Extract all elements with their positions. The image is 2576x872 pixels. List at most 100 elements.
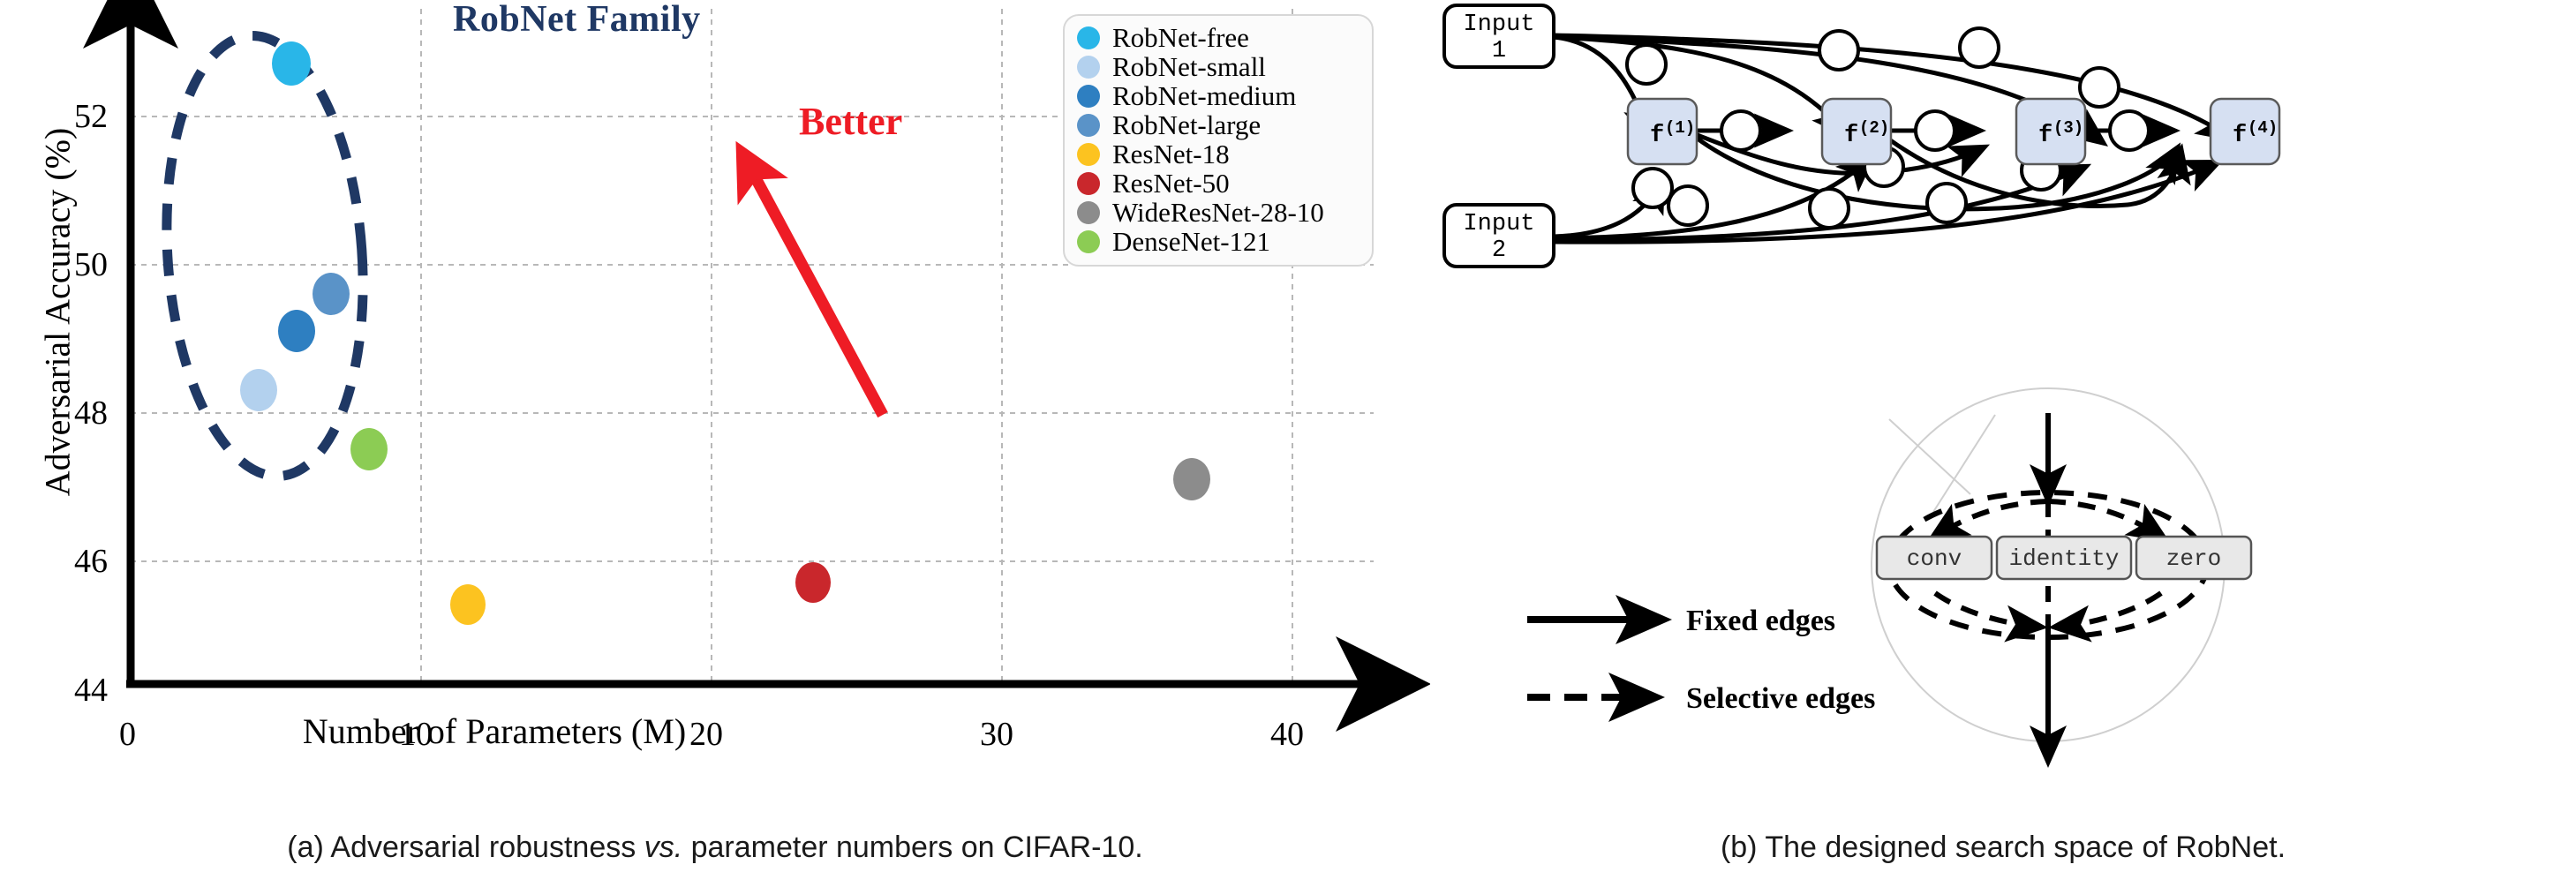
ytick-48: 48: [74, 395, 108, 432]
legend-swatch-icon: [1077, 171, 1100, 195]
op-zero-label: zero: [2166, 545, 2221, 572]
cell-f3-label: f: [2038, 123, 2053, 149]
legend-label: RobNet-medium: [1112, 80, 1297, 111]
edge-legend-fixed: Fixed edges: [1527, 595, 1835, 644]
op-identity-label: identity: [2009, 545, 2120, 572]
cell-block-f2: f (2): [1820, 97, 1893, 166]
y-axis-label: Adversarial Accuracy (%): [37, 127, 78, 497]
legend-label: RobNet-small: [1112, 51, 1266, 82]
legend-swatch-icon: [1077, 26, 1100, 49]
cell-f2-sup: (2): [1859, 118, 1889, 138]
op-node: [1720, 109, 1762, 152]
legend-label: DenseNet-121: [1112, 226, 1271, 257]
scatter-svg: [83, 0, 1430, 732]
op-box-identity[interactable]: identity: [1995, 535, 2133, 581]
legend-label: RobNet-free: [1112, 22, 1249, 53]
input-2-line2: 2: [1492, 237, 1506, 264]
legend-label: ResNet-50: [1112, 168, 1230, 199]
cell-f1-label: f: [1650, 123, 1664, 149]
better-arrow: [735, 140, 888, 418]
chart-legend: RobNet-free RobNet-small RobNet-medium R…: [1063, 14, 1374, 267]
legend-label: WideResNet-28-10: [1112, 197, 1324, 228]
grid-vertical: [420, 9, 1293, 684]
scatter-points: [240, 41, 1210, 625]
legend-item-wideresnet-28-10[interactable]: WideResNet-28-10: [1077, 198, 1363, 227]
legend-swatch-icon: [1077, 113, 1100, 137]
edge-legend-selective: Selective edges: [1527, 673, 1875, 722]
op-node: [1808, 187, 1850, 229]
ytick-46: 46: [74, 543, 108, 580]
op-node: [1625, 43, 1668, 86]
input-2-line1: Input: [1463, 211, 1534, 237]
op-node: [1958, 26, 2000, 69]
operation-inset: conv identity zero: [1875, 413, 2253, 768]
legend-swatch-icon: [1077, 229, 1100, 253]
legend-item-densenet-121[interactable]: DenseNet-121: [1077, 227, 1363, 256]
caption-a: (a) Adversarial robustness vs. parameter…: [0, 831, 1430, 865]
op-node: [2108, 109, 2150, 152]
edge-legend-fixed-label: Fixed edges: [1686, 605, 1835, 637]
x-axis-label: Number of Parameters (M): [302, 711, 687, 751]
searchspace-svg: Input 1 Input 2 f (1) f (2) f (3) f (4): [1442, 4, 2281, 768]
op-node: [1914, 109, 1956, 152]
ytick-52: 52: [74, 98, 108, 135]
legend-item-robnet-large[interactable]: RobNet-large: [1077, 110, 1363, 139]
point-wideresnet-28-10: [1173, 458, 1210, 500]
cell-f4-label: f: [2233, 123, 2247, 149]
xtick-10: 10: [399, 716, 433, 753]
legend-item-robnet-medium[interactable]: RobNet-medium: [1077, 81, 1363, 110]
inset-leader-line-1: [1888, 418, 1971, 495]
caption-a-italic: vs.: [644, 831, 683, 864]
op-node: [1818, 29, 1860, 71]
caption-a-suffix: parameter numbers on CIFAR-10.: [682, 831, 1143, 864]
axis-lines: [83, 0, 1430, 732]
legend-item-robnet-small[interactable]: RobNet-small: [1077, 52, 1363, 81]
edge-legend-selective-label: Selective edges: [1686, 682, 1875, 715]
cell-block-f4: f (4): [2209, 97, 2281, 166]
edge-op-nodes: [1625, 26, 2150, 229]
legend-swatch-icon: [1077, 200, 1100, 224]
cell-f1-sup: (1): [1665, 118, 1695, 138]
legend-item-robnet-free[interactable]: RobNet-free: [1077, 23, 1363, 52]
caption-a-prefix: (a) Adversarial robustness: [287, 831, 644, 864]
better-label: Better: [799, 100, 903, 143]
xtick-0: 0: [119, 716, 136, 753]
point-robnet-medium: [278, 310, 315, 352]
legend-label: RobNet-large: [1112, 109, 1262, 140]
input-1-line1: Input: [1463, 11, 1534, 38]
point-resnet-18: [450, 584, 486, 625]
input-box-1: Input 1: [1442, 4, 1555, 69]
ytick-50: 50: [74, 246, 108, 283]
cell-f2-label: f: [1844, 123, 1858, 149]
legend-item-resnet-18[interactable]: ResNet-18: [1077, 139, 1363, 169]
point-robnet-large: [313, 273, 350, 315]
input-box-2: Input 2: [1442, 203, 1555, 268]
robnet-family-title: RobNet Family: [453, 0, 701, 40]
cell-block-f3: f (3): [2015, 97, 2087, 166]
op-node: [1631, 167, 1674, 209]
point-robnet-small: [240, 369, 277, 411]
point-densenet-121: [350, 428, 388, 470]
op-node: [1925, 182, 1968, 224]
cell-f4-sup: (4): [2248, 118, 2278, 138]
op-box-conv[interactable]: conv: [1875, 535, 1993, 581]
legend-swatch-icon: [1077, 84, 1100, 108]
op-node: [2078, 66, 2120, 109]
op-node: [1667, 184, 1709, 227]
op-conv-label: conv: [1907, 545, 1962, 572]
op-box-zero[interactable]: zero: [2135, 535, 2253, 581]
inset-leader-line-2: [1932, 414, 1996, 513]
panel-b-search-space: Input 1 Input 2 f (1) f (2) f (3) f (4): [1430, 0, 2576, 872]
panel-a-scatter: 52 50 48 46 44 0 10 20 30 40 Adversarial…: [37, 0, 1430, 753]
robnet-family-ellipse: [162, 30, 368, 482]
caption-b: (b) The designed search space of RobNet.: [1720, 831, 2286, 864]
legend-swatch-icon: [1077, 55, 1100, 79]
cell-f3-sup: (3): [2053, 118, 2083, 138]
legend-item-resnet-50[interactable]: ResNet-50: [1077, 169, 1363, 198]
input-1-line2: 1: [1492, 38, 1506, 64]
legend-swatch-icon: [1077, 142, 1100, 166]
legend-label: ResNet-18: [1112, 139, 1230, 169]
xtick-30: 30: [980, 716, 1013, 753]
xtick-20: 20: [689, 716, 723, 753]
cell-block-f1: f (1): [1626, 97, 1699, 166]
